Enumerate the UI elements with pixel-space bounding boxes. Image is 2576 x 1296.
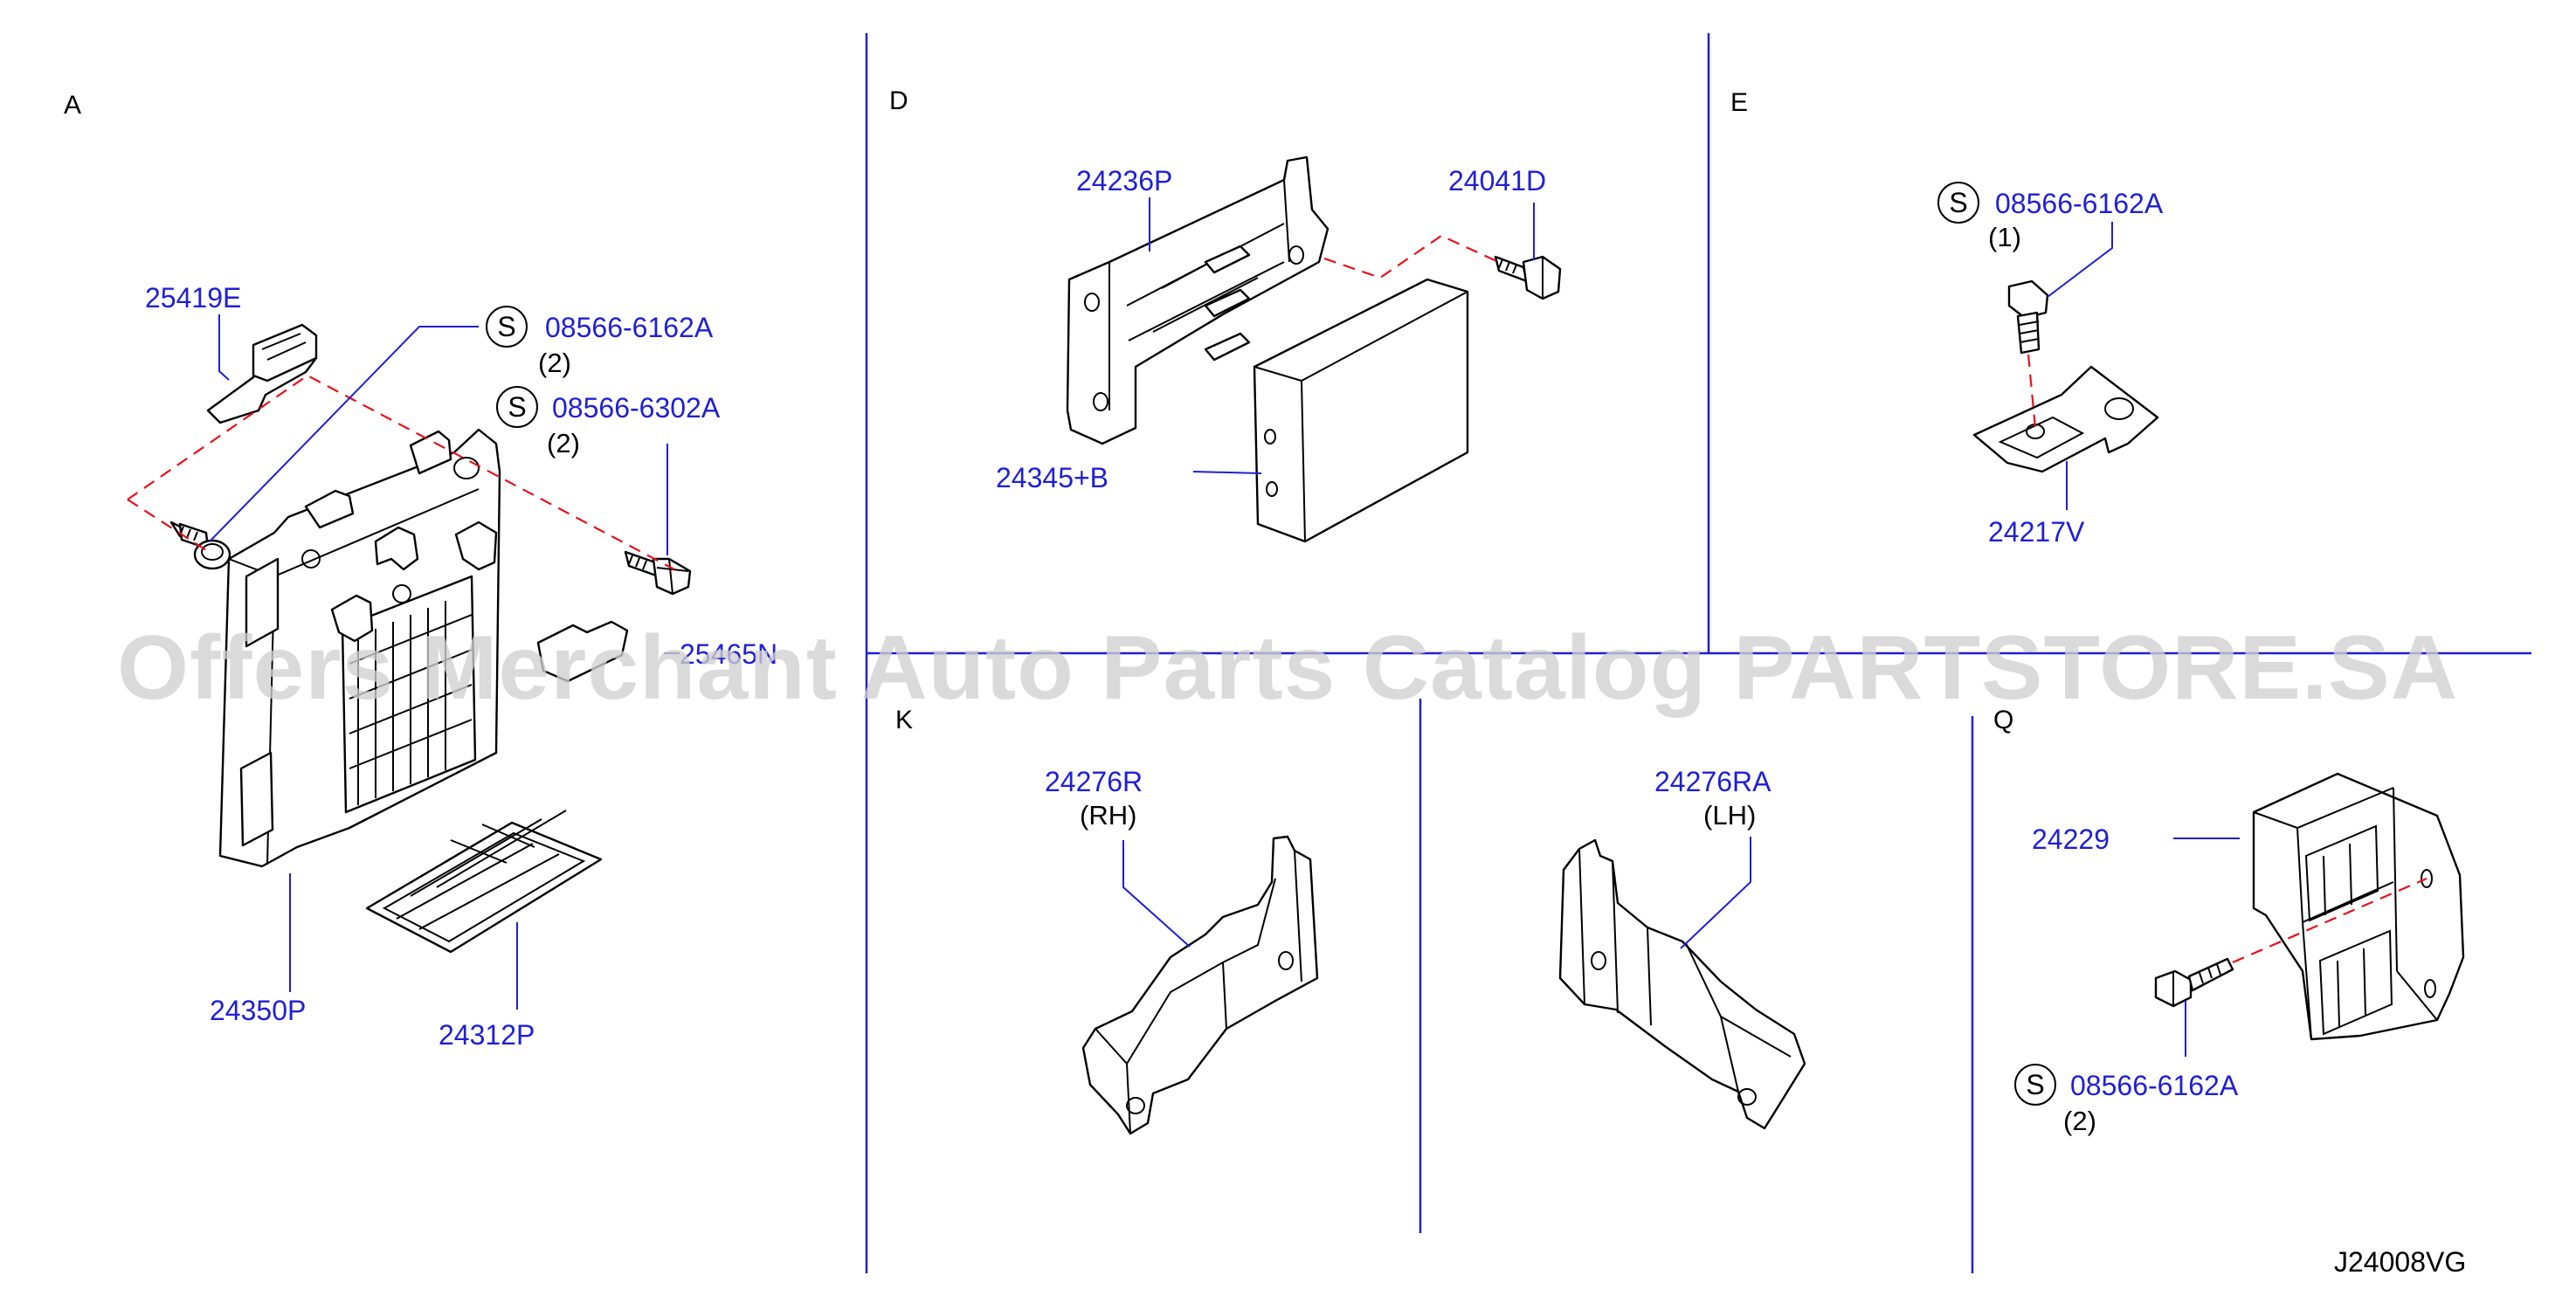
s-symbol-text: S <box>2026 1069 2044 1100</box>
s-symbol-e: S <box>1937 182 1979 224</box>
section-label-q: Q <box>1993 706 2013 734</box>
s-symbol-a2: S <box>496 386 538 428</box>
section-label-a: A <box>64 91 81 120</box>
part-number-08566-6162a-q[interactable]: 08566-6162A <box>2070 1070 2239 1101</box>
side-24276ra: (LH) <box>1703 800 1756 831</box>
part-drawing-screw-a2 <box>624 550 692 596</box>
section-e <box>1972 279 2159 473</box>
quantity-08566-6162a-e: (1) <box>1988 222 2021 252</box>
section-dividers <box>865 33 2531 1273</box>
part-drawing-24276r <box>1081 835 1319 1135</box>
section-label-e: E <box>1730 88 1748 117</box>
part-number-24236p[interactable]: 24236P <box>1076 165 1172 196</box>
s-symbol-a1: S <box>486 306 528 348</box>
part-number-24229[interactable]: 24229 <box>2032 824 2110 855</box>
leader-lines-a <box>209 314 680 1010</box>
part-drawing-24236p <box>1066 155 1329 445</box>
part-drawing-24217v <box>1972 365 2159 473</box>
part-number-25465n[interactable]: 25465N <box>680 638 777 670</box>
part-drawing-24345b <box>1253 278 1469 543</box>
part-number-24350p[interactable]: 24350P <box>210 995 306 1026</box>
part-number-24041d[interactable]: 24041D <box>1448 165 1546 196</box>
quantity-08566-6162a-q: (2) <box>2063 1106 2096 1136</box>
side-24276r: (RH) <box>1080 800 1136 831</box>
section-label-k: K <box>895 706 913 734</box>
part-number-08566-6302a[interactable]: 08566-6302A <box>552 392 721 424</box>
leader-lines-e <box>2047 222 2113 510</box>
part-number-08566-6162a-e[interactable]: 08566-6162A <box>1995 188 2164 219</box>
part-drawing-24041d <box>1494 255 1562 300</box>
part-number-08566-6162a-a[interactable]: 08566-6162A <box>545 312 714 343</box>
part-drawing-q-bolt <box>2154 957 2234 1008</box>
part-number-24217v[interactable]: 24217V <box>1988 516 2085 548</box>
part-drawing-24229 <box>2252 772 2465 1041</box>
section-d <box>1066 155 1562 543</box>
s-symbol-text: S <box>1949 187 1967 218</box>
part-number-24312p[interactable]: 24312P <box>439 1019 535 1051</box>
s-symbol-q: S <box>2014 1064 2056 1106</box>
watermark-text: Offers Merchant Auto Parts Catalog PARTS… <box>117 617 2458 719</box>
leader-lines-q <box>2173 838 2240 1057</box>
s-symbol-text: S <box>497 311 515 342</box>
quantity-08566-6162a-a: (2) <box>538 348 571 378</box>
section-label-d: D <box>889 86 908 115</box>
quantity-08566-6302a: (2) <box>547 428 580 458</box>
leader-lines-k <box>1122 837 1751 949</box>
part-number-24345b[interactable]: 24345+B <box>996 462 1108 493</box>
part-number-24276ra[interactable]: 24276RA <box>1654 766 1771 797</box>
part-number-25419e[interactable]: 25419E <box>145 282 241 314</box>
section-k <box>1081 835 1806 1135</box>
part-drawing-screw-a1 <box>169 520 231 570</box>
diagram-code: J24008VG <box>2334 1246 2466 1278</box>
part-drawing-e-bolt <box>2007 279 2049 355</box>
section-q <box>2154 772 2465 1041</box>
part-drawing-25465n <box>536 620 629 683</box>
section-a <box>127 323 692 954</box>
part-drawing-25419e <box>206 323 318 424</box>
leader-lines-d <box>1149 197 1535 474</box>
s-symbol-text: S <box>508 391 526 423</box>
part-number-24276r[interactable]: 24276R <box>1045 766 1143 797</box>
part-drawing-24276ra <box>1558 838 1806 1130</box>
part-drawing-24312p <box>365 810 603 954</box>
part-drawing-24350p <box>218 428 501 868</box>
